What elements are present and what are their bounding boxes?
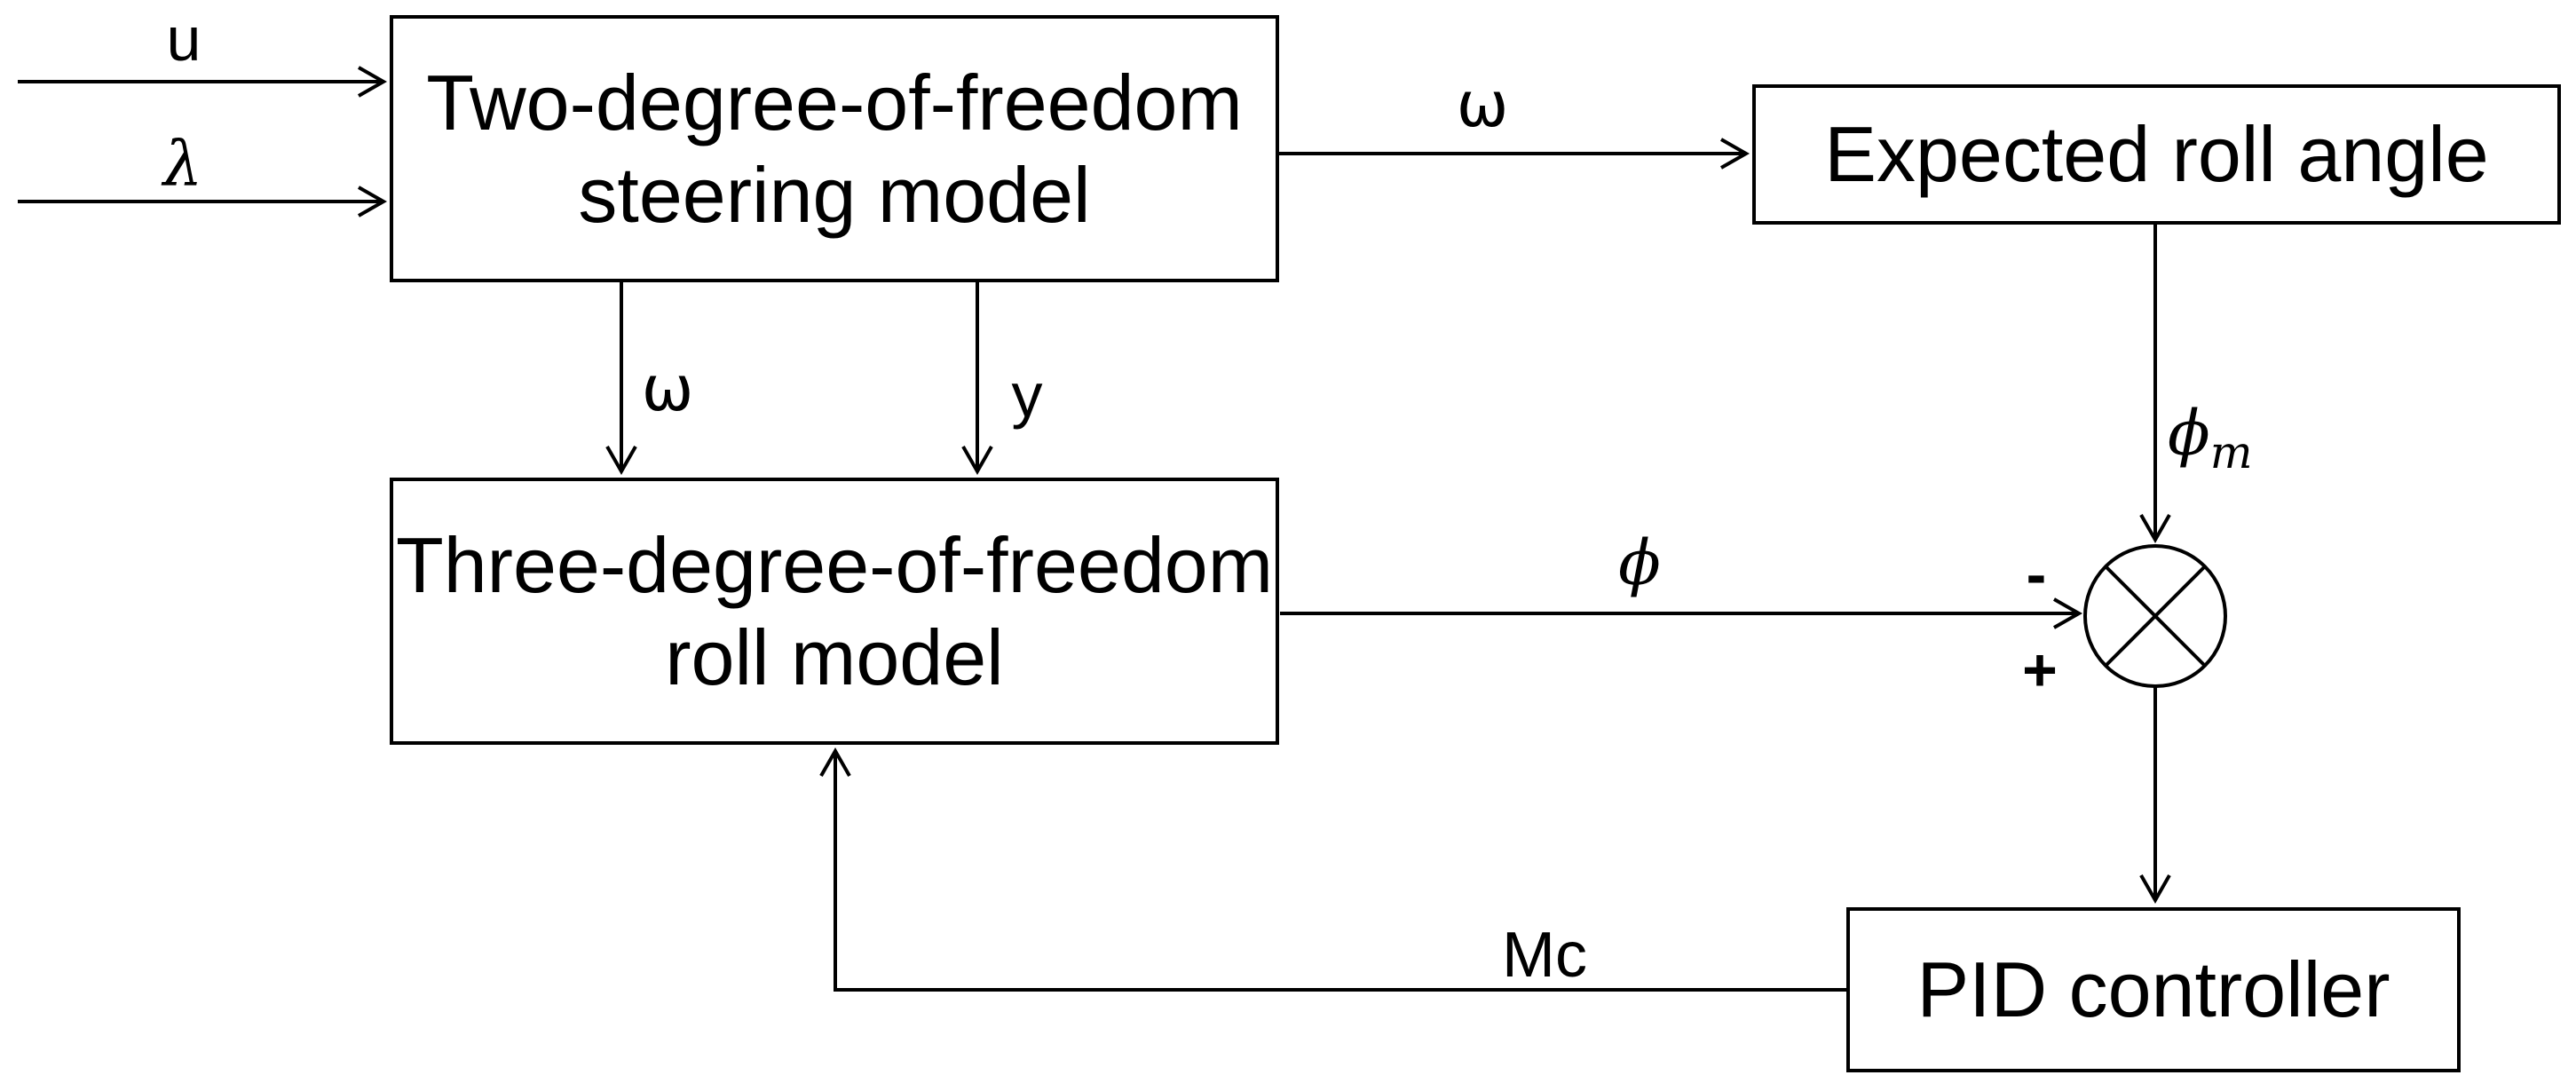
summing-junction-circle xyxy=(2083,544,2227,688)
signal-label-y: y xyxy=(1011,360,1043,430)
block-expected-roll-angle-line1: Expected roll angle xyxy=(1824,110,2489,199)
signal-label-mc: Mc xyxy=(1502,920,1587,991)
signal-label-omega-down: ω xyxy=(641,352,694,425)
junction-minus-sign: - xyxy=(2026,541,2047,608)
block-steering-model: Two-degree-of-freedom steering model xyxy=(390,15,1279,282)
mc-feedback-arrow xyxy=(819,747,1846,992)
signal-label-omega-top: ω xyxy=(1456,68,1509,141)
junction-plus-sign: + xyxy=(2022,636,2058,704)
signal-label-lambda: λ xyxy=(162,128,203,201)
block-roll-model-line1: Three-degree-of-freedom xyxy=(395,520,1274,609)
block-expected-roll-angle: Expected roll angle xyxy=(1752,84,2561,225)
signal-label-phi-m-subscript: m xyxy=(2209,426,2253,478)
block-pid-controller: PID controller xyxy=(1846,907,2461,1072)
signal-label-u: u xyxy=(166,4,201,74)
summing-junction-icon xyxy=(2083,544,2227,688)
signal-label-phi: ϕ xyxy=(1618,526,1661,599)
signal-label-phi-m: ϕm xyxy=(2168,402,2253,475)
block-roll-model-line2: roll model xyxy=(665,613,1004,701)
block-roll-model: Three-degree-of-freedom roll model xyxy=(390,478,1279,745)
block-pid-controller-line1: PID controller xyxy=(1916,945,2390,1034)
block-steering-model-line1: Two-degree-of-freedom xyxy=(426,58,1243,146)
summing-junction-cross xyxy=(2104,565,2207,668)
block-steering-model-line2: steering model xyxy=(578,150,1091,239)
signal-label-phi-m-base: ϕ xyxy=(2168,397,2210,470)
